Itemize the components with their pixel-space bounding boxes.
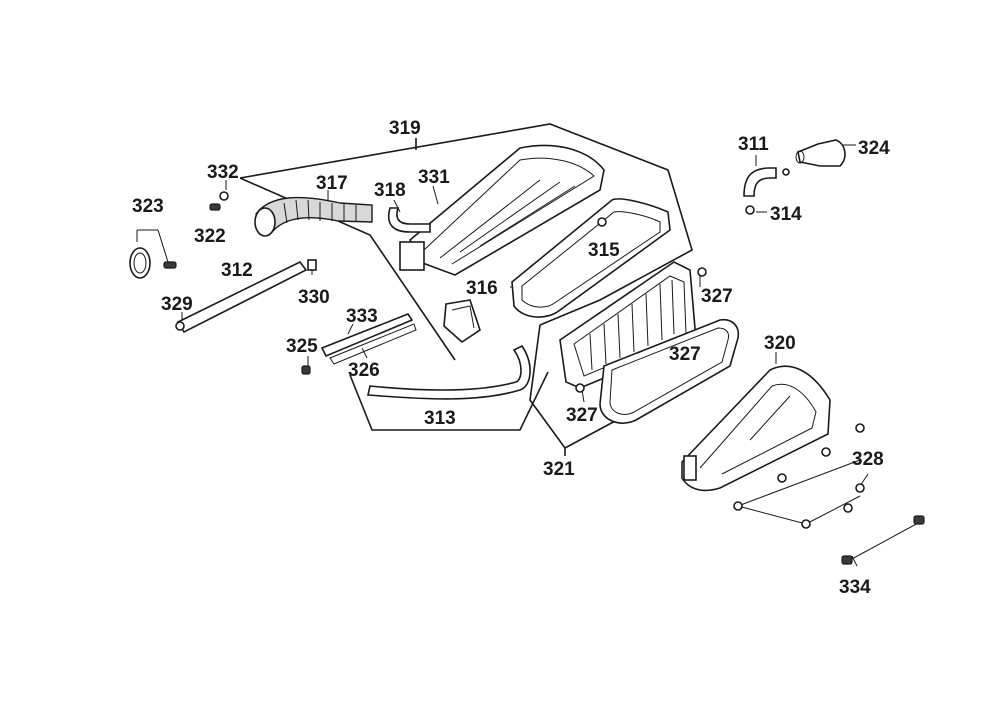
part-333-326-bracket (320, 313, 417, 365)
callout-313: 313 (424, 408, 456, 429)
group-outline-313 (349, 371, 549, 431)
callout-317: 317 (316, 173, 348, 194)
part-316-gasket (511, 198, 671, 318)
callout-labels: 319 311 324 314 332 317 318 331 323 322 … (132, 118, 890, 598)
callout-318: 318 (374, 180, 406, 201)
callout-311: 311 (738, 134, 769, 155)
part-334-bolt (841, 515, 925, 565)
callout-314: 314 (770, 204, 802, 225)
callout-320: 320 (764, 333, 796, 354)
callout-327b: 327 (669, 344, 701, 365)
part-325-screw (301, 365, 311, 375)
part-315-screw (597, 217, 607, 227)
part-313-tube (367, 344, 531, 400)
callout-319: 319 (389, 118, 421, 139)
part-323-clamp (129, 247, 177, 279)
group-outline-319 (239, 123, 693, 361)
callout-324: 324 (858, 138, 890, 159)
part-328-screws (733, 423, 865, 529)
part-314-clip (745, 168, 790, 215)
part-329-fitting (175, 321, 185, 331)
part-324-breather (795, 139, 846, 167)
callout-325: 325 (286, 336, 318, 357)
callout-327c: 327 (566, 405, 598, 426)
part-319-housing (399, 144, 605, 276)
part-332-322-screw (209, 191, 229, 211)
callout-328: 328 (852, 449, 884, 470)
callout-332: 332 (207, 162, 239, 183)
callout-331: 331 (418, 167, 450, 188)
callout-316: 316 (466, 278, 498, 299)
callout-333: 333 (346, 306, 378, 327)
callout-334: 334 (839, 577, 871, 598)
callout-322: 322 (194, 226, 226, 247)
callout-312: 312 (221, 260, 253, 281)
callout-326: 326 (348, 360, 380, 381)
part-321-gasket (599, 318, 740, 424)
part-311-elbow (743, 167, 777, 197)
callout-323: 323 (132, 196, 164, 217)
part-small-valve (443, 299, 481, 344)
part-317-intake-duct (254, 196, 373, 237)
callout-315: 315 (588, 240, 620, 261)
callout-330: 330 (298, 287, 330, 308)
callout-329: 329 (161, 294, 193, 315)
group-outline-321 (529, 324, 618, 456)
callout-327a: 327 (701, 286, 733, 307)
part-320-cover (681, 365, 831, 492)
callout-321: 321 (543, 459, 575, 480)
part-318-hose-elbow (388, 207, 431, 233)
